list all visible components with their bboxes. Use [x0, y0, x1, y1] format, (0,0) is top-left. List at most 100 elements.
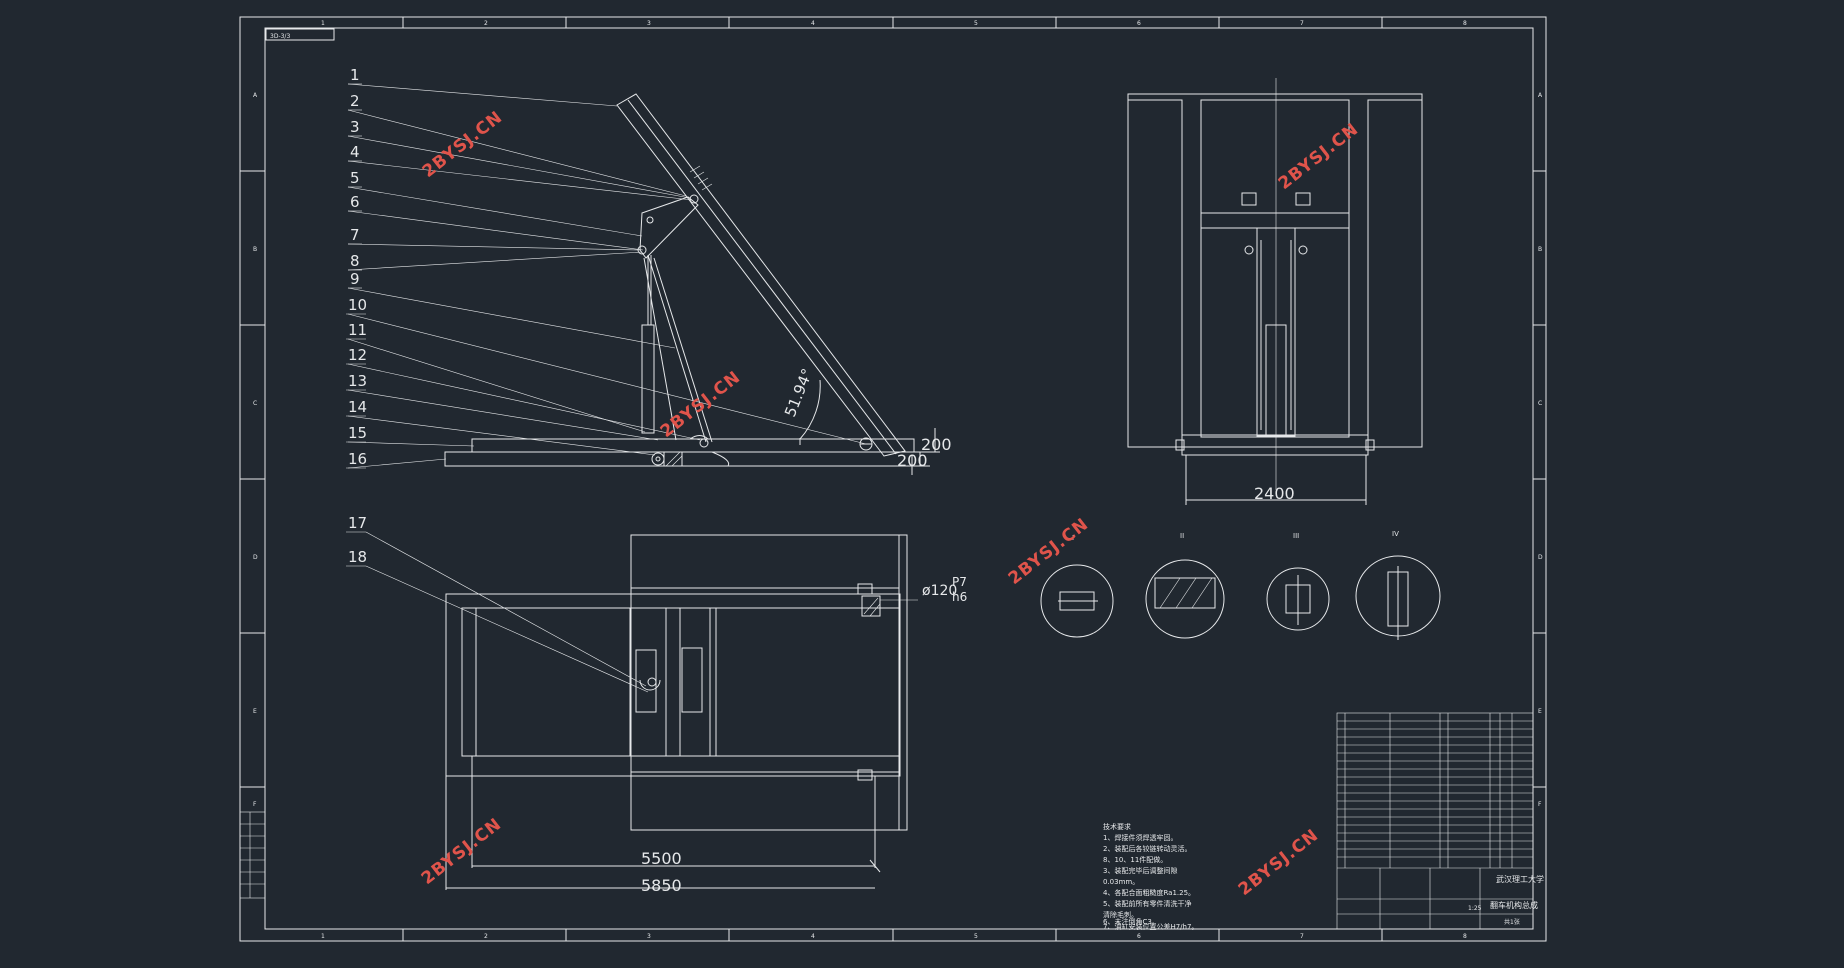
dim-200-horizontal: 200	[897, 451, 928, 470]
watermark-4: 2BYSJ.CN	[1005, 514, 1093, 589]
title-block-scale: 1:25	[1468, 905, 1482, 912]
part-number-underlines	[346, 83, 366, 567]
dim-angle: 51.94°	[781, 366, 817, 420]
notes-line-9: 6、未注倒角C3。	[1103, 917, 1159, 926]
title-block-school: 武汉理工大学	[1496, 874, 1544, 884]
part-number-13: 13	[348, 372, 367, 390]
fit-upper: P7	[952, 575, 967, 589]
watermark-5: 2BYSJ.CN	[418, 814, 506, 889]
watermark-1: 2BYSJ.CN	[419, 107, 507, 182]
notes-line-5: 0.03mm。	[1103, 878, 1139, 886]
dim-5500: 5500	[641, 849, 682, 868]
notes-line-6: 4、各配合面粗糙度Ra1.25。	[1103, 888, 1195, 897]
revision-table	[239, 811, 266, 899]
row-label-left-d: D	[253, 554, 258, 561]
tilting-platform	[616, 93, 906, 457]
leader-lines-plan	[365, 531, 918, 693]
detail-circle-3	[1266, 567, 1330, 631]
col-label-top-1: 1	[321, 20, 325, 27]
plan-view	[445, 534, 908, 890]
hinge-hatch	[689, 165, 713, 191]
col-label-bottom-7: 7	[1300, 933, 1304, 940]
notes-line-2: 2、装配后各铰链转动灵活。	[1103, 844, 1191, 853]
dim-phi-120: ø120	[922, 583, 957, 599]
part-number-1: 1	[350, 66, 360, 84]
notes-line-1: 1、焊接件须焊透牢固。	[1103, 833, 1177, 842]
part-number-5: 5	[350, 169, 360, 187]
detail-circle-2	[1145, 559, 1225, 639]
row-label-right-e: E	[1538, 708, 1542, 715]
row-label-right-b: B	[1538, 246, 1542, 253]
notes-title: 技术要求	[1103, 822, 1131, 831]
notes-line-10: 7、油缸安装位置公差H7/h7。	[1103, 922, 1198, 931]
row-label-left-c: C	[253, 400, 257, 407]
row-label-left-b: B	[253, 246, 257, 253]
detail-views	[1040, 555, 1441, 640]
watermark-6: 2BYSJ.CN	[1235, 825, 1323, 900]
col-label-top-4: 4	[811, 20, 815, 27]
title-block-sheet: 共1张	[1504, 918, 1520, 926]
col-label-top-3: 3	[647, 20, 651, 27]
angle-arc	[799, 379, 821, 440]
part-number-2: 2	[350, 92, 360, 110]
notes-line-4: 3、装配完毕后调整间隙	[1103, 866, 1177, 875]
col-label-top-8: 8	[1463, 20, 1467, 27]
detail-circle-1	[1040, 564, 1114, 638]
part-number-17: 17	[348, 514, 367, 532]
hydraulic-cylinder	[641, 324, 655, 434]
col-label-top-2: 2	[484, 20, 488, 27]
fit-lower: h6	[952, 590, 967, 604]
title-tag: 3D-3/3	[270, 33, 290, 40]
lever-bracket	[639, 196, 699, 259]
zone-ticks	[240, 17, 1546, 941]
detail-label-4: IV	[1392, 530, 1399, 538]
part-number-15: 15	[348, 424, 367, 442]
row-label-left-e: E	[253, 708, 257, 715]
title-block-drawing-name: 翻车机构总成	[1490, 900, 1538, 910]
col-label-bottom-5: 5	[974, 933, 978, 940]
part-number-6: 6	[350, 193, 360, 211]
col-label-top-7: 7	[1300, 20, 1304, 27]
dim-5850: 5850	[641, 876, 682, 895]
part-number-18: 18	[348, 548, 367, 566]
detail-label-1: I	[1072, 534, 1074, 542]
notes-line-8: 清除毛刺。	[1103, 910, 1138, 919]
col-label-top-5: 5	[974, 20, 978, 27]
part-number-4: 4	[350, 143, 360, 161]
title-tag-box	[265, 28, 335, 41]
col-label-bottom-2: 2	[484, 933, 488, 940]
col-label-bottom-1: 1	[321, 933, 325, 940]
part-number-11: 11	[348, 321, 367, 339]
side-view	[1127, 78, 1423, 505]
col-label-top-6: 6	[1137, 20, 1141, 27]
part-number-14: 14	[348, 398, 367, 416]
row-label-left-f: F	[253, 801, 257, 808]
notes-line-3: 8、10、11件配做。	[1103, 855, 1167, 864]
bom-table	[1336, 712, 1534, 930]
dim-200-vertical: 200	[921, 435, 952, 454]
notes-line-7: 5、装配前所有零件清洗干净	[1103, 899, 1191, 908]
row-label-right-d: D	[1538, 554, 1543, 561]
base-beam-upper	[471, 438, 915, 453]
part-number-16: 16	[348, 450, 367, 468]
row-label-left-a: A	[253, 92, 258, 99]
part-number-12: 12	[348, 346, 367, 364]
col-label-bottom-6: 6	[1137, 933, 1141, 940]
row-label-right-c: C	[1538, 400, 1542, 407]
detail-label-3: III	[1293, 532, 1299, 540]
row-label-right-f: F	[1538, 801, 1542, 808]
leader-lines-front	[347, 83, 867, 469]
part-number-3: 3	[350, 118, 360, 136]
col-label-bottom-8: 8	[1463, 933, 1467, 940]
col-label-bottom-3: 3	[647, 933, 651, 940]
dim-2400: 2400	[1254, 484, 1295, 503]
col-label-bottom-4: 4	[811, 933, 815, 940]
part-number-9: 9	[350, 270, 360, 288]
detail-label-2: II	[1180, 532, 1184, 540]
part-number-7: 7	[350, 226, 360, 244]
row-label-right-a: A	[1538, 92, 1543, 99]
part-number-8: 8	[350, 252, 360, 270]
part-number-10: 10	[348, 296, 367, 314]
